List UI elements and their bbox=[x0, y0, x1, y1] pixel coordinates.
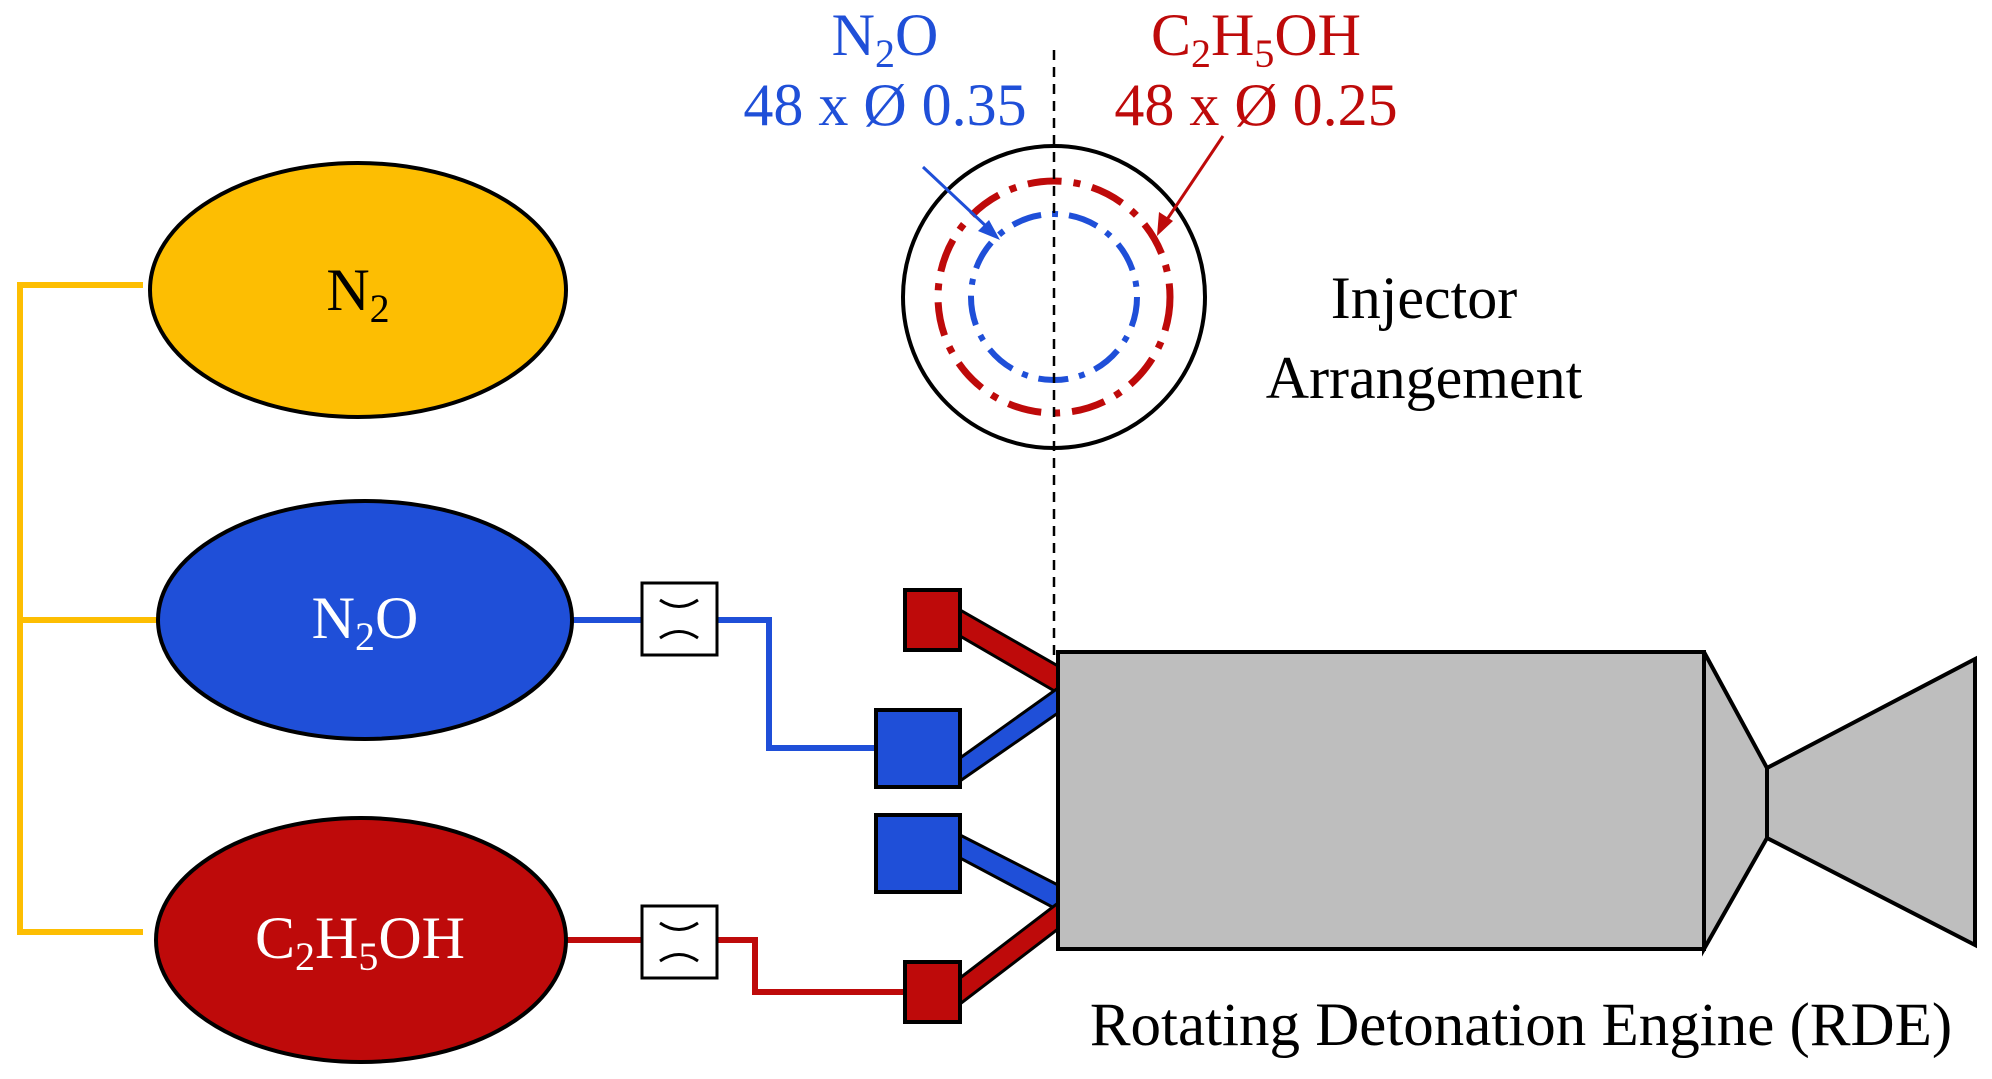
n2-tank bbox=[148, 161, 568, 419]
ethanol-valve-lower bbox=[903, 960, 962, 1024]
n2o-valve-lower bbox=[874, 813, 962, 894]
oxidizer-injector-spec: 48 x Ø 0.35 bbox=[743, 72, 1026, 138]
rde-engine bbox=[1056, 650, 1977, 957]
ethanol-tank-label: C2H5OH bbox=[255, 905, 465, 979]
n2-tank-label: N2 bbox=[326, 257, 389, 331]
engine-feed-connections bbox=[958, 607, 1060, 1008]
engine-caption: Rotating Detonation Engine (RDE) bbox=[1090, 992, 1952, 1059]
fuel-injector-spec: 48 x Ø 0.25 bbox=[1114, 72, 1397, 138]
n2o-feed-line-to-valve bbox=[717, 617, 876, 751]
ethanol-feed-line-to-valve bbox=[717, 937, 905, 995]
fuel-injector-label: C2H5OH bbox=[1151, 2, 1361, 76]
n2-pressurant-lines bbox=[17, 282, 158, 935]
n2o-valve-upper bbox=[874, 708, 962, 789]
n2o-orifice-icon bbox=[640, 581, 719, 657]
ethanol-valve-upper bbox=[903, 588, 962, 652]
ethanol-orifice-icon bbox=[640, 904, 719, 980]
oxidizer-injector-label: N2O bbox=[832, 2, 939, 76]
ethanol-tank bbox=[154, 816, 568, 1064]
injector-arrangement-caption-line2: Arrangement bbox=[1266, 345, 1583, 411]
injector-arrangement-caption-line1: Injector bbox=[1331, 265, 1518, 331]
n2o-tank bbox=[156, 499, 574, 741]
injector-arrangement-view bbox=[901, 50, 1225, 655]
n2o-tank-label: N2O bbox=[312, 585, 419, 659]
